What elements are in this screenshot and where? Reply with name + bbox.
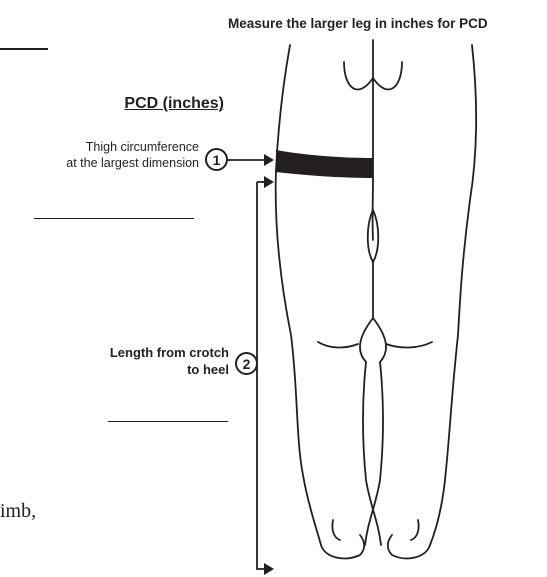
right-foot <box>388 535 430 558</box>
length-bottom-arrowhead <box>264 563 274 575</box>
left-knee-crease <box>318 342 358 348</box>
left-foot <box>321 535 364 558</box>
thigh-arrowhead <box>264 154 274 166</box>
right-knee-crease <box>386 342 432 348</box>
length-top-arrowhead <box>264 176 274 188</box>
buttock-curve-left <box>344 62 373 89</box>
left-leg-outer-outline <box>276 45 321 545</box>
inner-calf-left <box>363 362 381 545</box>
length-bracket-shaft <box>257 182 266 569</box>
left-heel-curve <box>332 520 340 540</box>
thigh-measurement-band <box>276 150 373 178</box>
measurement-1-badge: 1 <box>205 148 228 171</box>
measurement-2-badge: 2 <box>235 352 258 375</box>
right-heel-curve <box>411 520 419 540</box>
inner-calf-right <box>365 362 383 545</box>
right-leg-outer-outline <box>430 45 476 545</box>
buttock-curve-right <box>373 62 402 89</box>
inner-knee-loop <box>360 318 386 362</box>
